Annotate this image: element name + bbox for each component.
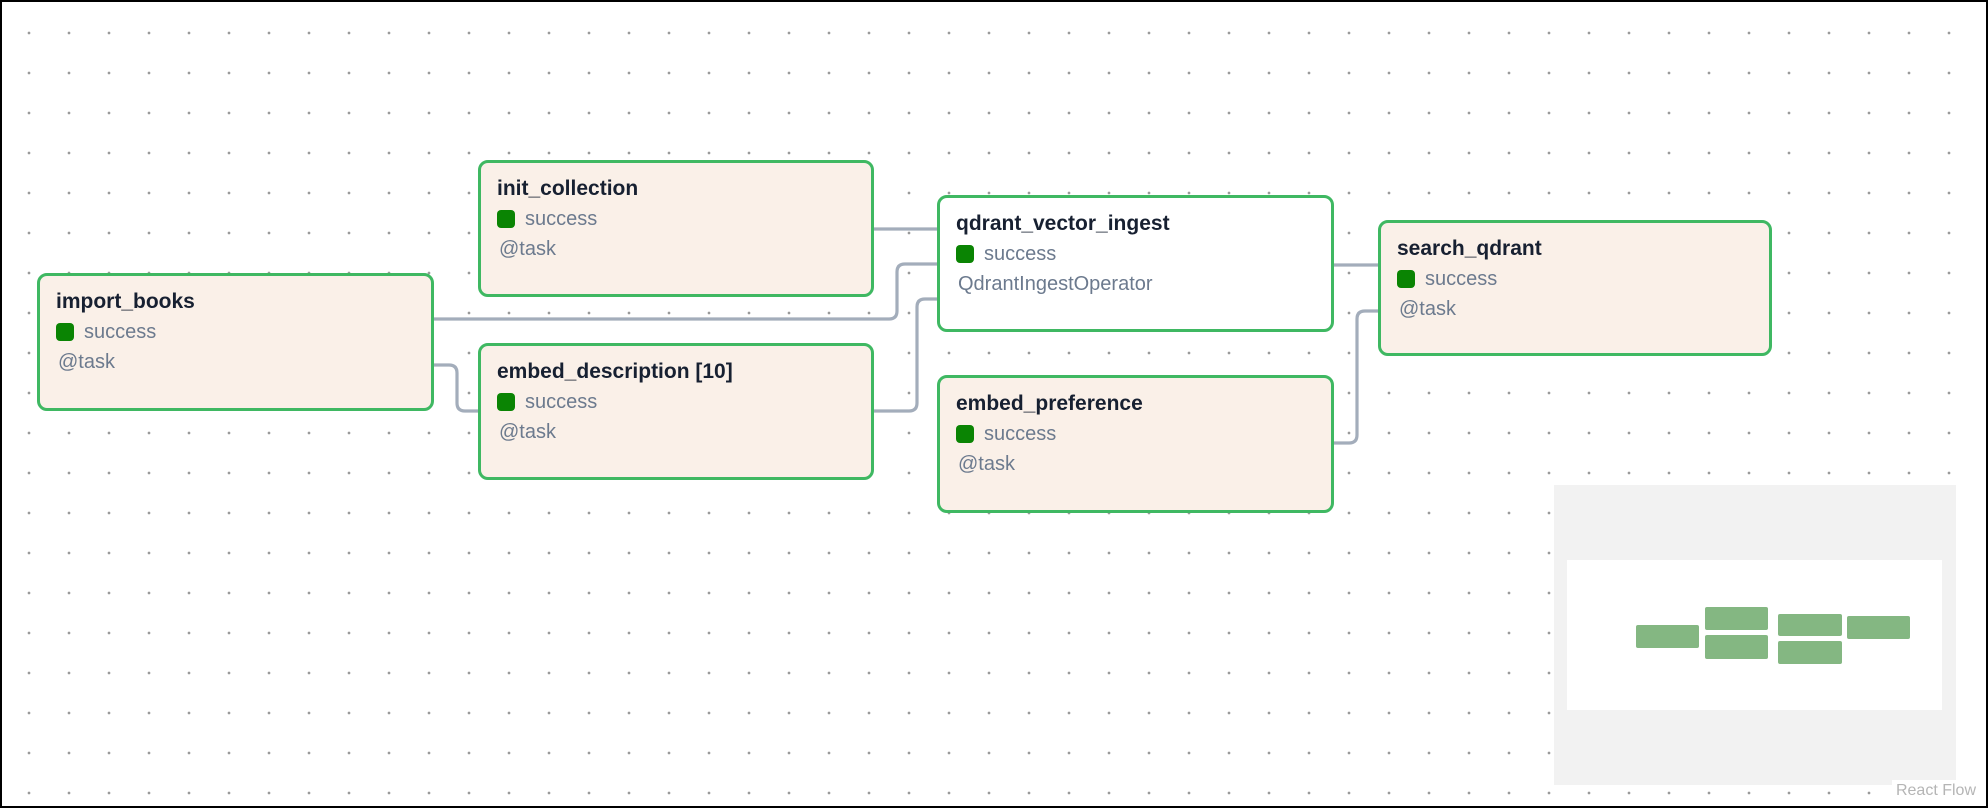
task-status-row: success bbox=[956, 244, 1315, 264]
task-status-label: success bbox=[984, 423, 1057, 445]
task-operator-label: QdrantIngestOperator bbox=[958, 273, 1153, 295]
minimap-node-init_collection bbox=[1705, 607, 1768, 630]
task-node-qdrant_vector_ingest[interactable]: qdrant_vector_ingest success QdrantInges… bbox=[937, 195, 1334, 332]
task-operator-label: @task bbox=[499, 238, 556, 260]
status-success-icon bbox=[497, 210, 515, 228]
task-status-label: success bbox=[525, 391, 598, 413]
task-status-row: success bbox=[956, 424, 1315, 444]
status-success-icon bbox=[956, 425, 974, 443]
minimap-node-search_qdrant bbox=[1847, 616, 1910, 639]
task-node-title: embed_description [10] bbox=[497, 360, 733, 383]
task-node-import_books[interactable]: import_books success @task bbox=[37, 273, 434, 411]
task-status-label: success bbox=[525, 208, 598, 230]
task-operator-label: @task bbox=[1399, 298, 1456, 320]
minimap-node-embed_preference bbox=[1778, 641, 1842, 664]
status-success-icon bbox=[56, 323, 74, 341]
task-status-label: success bbox=[1425, 268, 1498, 290]
edge-embed_preference-to-search_qdrant bbox=[1333, 309, 1379, 445]
react-flow-attribution[interactable]: React Flow bbox=[1891, 780, 1980, 802]
task-status-row: success bbox=[1397, 269, 1753, 289]
task-operator-label: @task bbox=[958, 453, 1015, 475]
edge-import_books-to-embed_description bbox=[433, 363, 479, 413]
task-node-search_qdrant[interactable]: search_qdrant success @task bbox=[1378, 220, 1772, 356]
task-node-init_collection[interactable]: init_collection success @task bbox=[478, 160, 874, 297]
task-node-title: qdrant_vector_ingest bbox=[956, 212, 1170, 235]
status-success-icon bbox=[1397, 270, 1415, 288]
task-node-title: init_collection bbox=[497, 177, 639, 200]
task-node-title: embed_preference bbox=[956, 392, 1143, 415]
task-operator-label: @task bbox=[499, 421, 556, 443]
minimap-node-import_books bbox=[1636, 625, 1699, 648]
task-node-title: import_books bbox=[56, 290, 195, 313]
minimap-node-qdrant_vector_ingest bbox=[1778, 614, 1842, 636]
task-status-row: success bbox=[497, 209, 855, 229]
task-node-embed_description[interactable]: embed_description [10] success @task bbox=[478, 343, 874, 480]
task-status-label: success bbox=[984, 243, 1057, 265]
task-node-embed_preference[interactable]: embed_preference success @task bbox=[937, 375, 1334, 513]
edge-embed_description-to-qdrant_vector_ingest bbox=[873, 297, 938, 413]
minimap[interactable] bbox=[1554, 485, 1956, 785]
task-node-title: search_qdrant bbox=[1397, 237, 1542, 260]
task-status-label: success bbox=[84, 321, 157, 343]
task-status-row: success bbox=[497, 392, 855, 412]
status-success-icon bbox=[956, 245, 974, 263]
status-success-icon bbox=[497, 393, 515, 411]
minimap-node-embed_description bbox=[1705, 635, 1768, 659]
task-operator-label: @task bbox=[58, 351, 115, 373]
task-status-row: success bbox=[56, 322, 415, 342]
